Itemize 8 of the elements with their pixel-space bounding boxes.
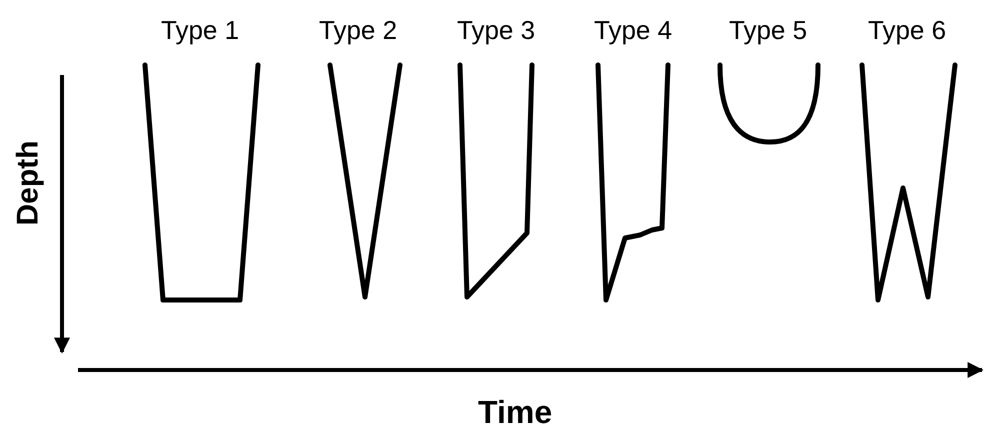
profile-type-label: Type 3	[457, 17, 536, 43]
axis-label: Depth	[13, 140, 43, 226]
profile-type-label: Type 6	[868, 17, 946, 43]
profile-type-label: Type 1	[161, 17, 240, 43]
profile-type-label: Type 4	[594, 17, 672, 43]
profile-type-label: Type 5	[729, 17, 808, 43]
profile-type-label: Type 2	[319, 17, 398, 43]
axis-label: Time	[478, 396, 552, 428]
